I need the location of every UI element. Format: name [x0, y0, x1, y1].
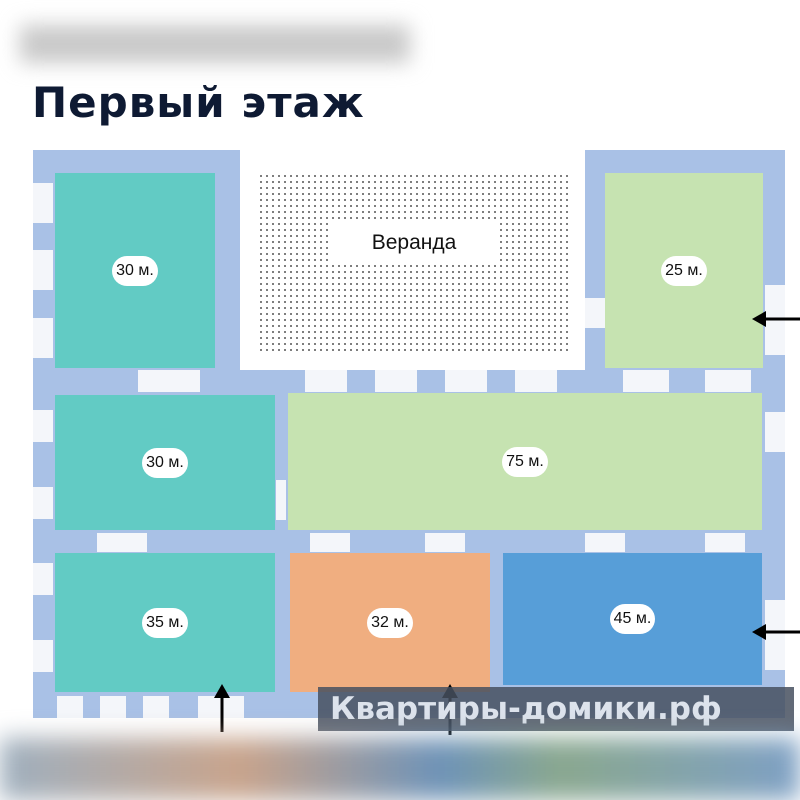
window — [623, 370, 669, 392]
room-area-label: 30 м. — [112, 255, 158, 286]
window — [445, 370, 487, 392]
window — [425, 533, 465, 552]
window — [33, 250, 53, 290]
window — [33, 487, 53, 519]
room-area-label: 32 м. — [367, 607, 413, 638]
window — [765, 412, 785, 452]
veranda-pattern — [258, 173, 570, 355]
room-7: 45 м. — [503, 553, 762, 685]
arrow-left-icon — [752, 311, 800, 327]
room-4: 75 м. — [288, 393, 762, 530]
blurred-header — [20, 25, 410, 63]
window — [585, 533, 625, 552]
window — [33, 640, 53, 672]
window — [57, 696, 83, 718]
window — [33, 318, 53, 358]
window — [585, 298, 605, 328]
window — [100, 696, 126, 718]
room-area-label: 30 м. — [142, 447, 188, 478]
room-5: 35 м. — [55, 553, 275, 692]
room-1: 30 м. — [55, 173, 215, 368]
arrow-left-icon — [752, 624, 800, 640]
window — [765, 600, 785, 670]
watermark: Квартиры-домики.рф — [318, 687, 794, 731]
window — [705, 533, 745, 552]
window — [138, 370, 200, 392]
window — [705, 370, 751, 392]
room-area-label: 45 м. — [609, 604, 656, 634]
window — [143, 696, 169, 718]
room-6: 32 м. — [290, 553, 490, 692]
window — [33, 563, 53, 595]
room-area-label: 75 м. — [502, 446, 548, 477]
door — [276, 480, 286, 520]
window — [97, 533, 147, 552]
room-2: 25 м. — [605, 173, 763, 368]
window — [515, 370, 557, 392]
window — [33, 183, 53, 223]
room-area-label: 25 м. — [661, 255, 707, 286]
window — [33, 410, 53, 442]
blurred-footer — [0, 738, 800, 800]
page-title: Первый этаж — [32, 78, 365, 127]
veranda-label: Веранда — [328, 222, 500, 264]
room-area-label: 35 м. — [142, 607, 188, 638]
room-3: 30 м. — [55, 395, 275, 530]
arrow-up-icon — [214, 684, 230, 732]
watermark-text: Квартиры-домики.рф — [330, 691, 722, 727]
window — [375, 370, 417, 392]
window — [305, 370, 347, 392]
window — [310, 533, 350, 552]
